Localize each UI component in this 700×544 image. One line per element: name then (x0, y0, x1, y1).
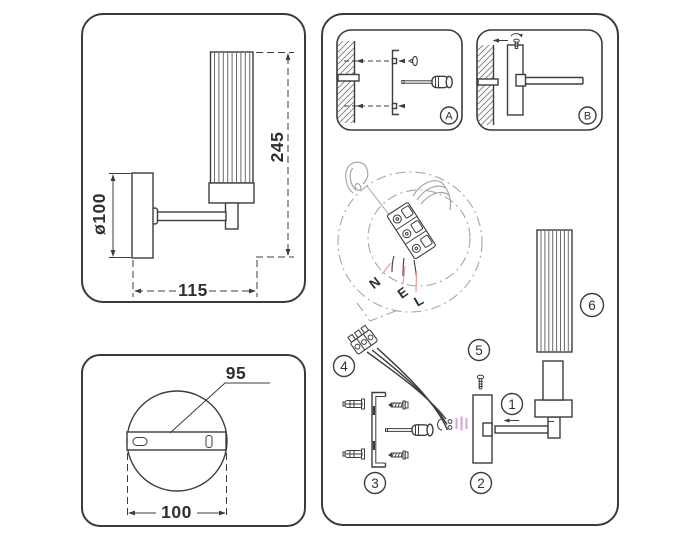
hook-icon (345, 161, 401, 230)
wall-anchor-icon (342, 398, 365, 410)
screwdriver-icon (401, 75, 453, 89)
part-6-badge: 6 (579, 292, 605, 318)
mounting-slot-right (205, 435, 213, 448)
part-2-plate: 2 (469, 394, 493, 495)
step-b-label: B (584, 111, 591, 123)
step-b-badge: B (578, 106, 597, 125)
part-4-wires (366, 347, 449, 431)
holder-cylinder (542, 360, 564, 401)
part-6-label: 6 (588, 298, 596, 313)
part-5-screw: 5 (467, 338, 491, 390)
part-2-label: 2 (477, 476, 485, 491)
part-3-badge: 3 (363, 471, 387, 495)
part-1-badge: 1 (500, 392, 524, 416)
wire-label-e: E (395, 284, 411, 301)
callout-inner-circle (367, 189, 471, 287)
screw-icon (388, 400, 409, 410)
wall-plate (131, 172, 154, 259)
dimension-base-width: 100 (127, 453, 227, 522)
rotation-arrow-icon (511, 33, 523, 38)
back-view-panel: 95 100 (81, 354, 306, 527)
part-6-shade: 6 (536, 229, 605, 353)
back-view-panel-border (81, 354, 306, 527)
shade-body (536, 229, 573, 353)
screw-icon (476, 374, 485, 390)
wiring-callout: N E L (337, 161, 483, 322)
arm-body (494, 425, 549, 434)
height-dim-label: 245 (267, 132, 287, 163)
diameter-dim-label: ø100 (89, 193, 109, 235)
side-view-panel-border (81, 13, 306, 303)
step-b-border (476, 29, 603, 131)
connector-highlight-marks (455, 416, 468, 431)
lamp-holder (208, 182, 255, 204)
mounting-bar (126, 431, 227, 451)
screw-icon (410, 55, 418, 67)
screw-icon (388, 450, 409, 460)
dimension-bracket-width: 95 (169, 363, 270, 434)
part-1-label: 1 (508, 397, 516, 412)
mounting-slot-left (132, 437, 148, 446)
assembly-panel: A (321, 13, 619, 526)
part-3-label: 3 (371, 476, 379, 491)
part-5-label: 5 (475, 343, 483, 358)
step-a-panel: A (336, 29, 463, 131)
part-4-wire-set: 4 (332, 324, 468, 431)
part-4-badge: 4 (332, 354, 356, 378)
part-1-arm-assembly: 1 (494, 360, 573, 439)
lamp-arm (156, 211, 227, 222)
assembly-panel-border (321, 13, 619, 526)
push-arrow-icon (492, 38, 508, 43)
arm-neck (547, 416, 561, 439)
part-3-fixing-kit: 3 (342, 391, 434, 495)
locking-screw-icon (513, 38, 520, 49)
holder-base (534, 399, 573, 418)
mounting-bracket-a (391, 49, 399, 116)
step-b-panel: B (476, 29, 603, 131)
wire-connector (437, 418, 453, 431)
part-4-label: 4 (340, 359, 348, 374)
part-2-badge: 2 (469, 471, 493, 495)
plate-arm-socket (482, 422, 493, 437)
callout-outer-circle (337, 171, 483, 313)
wire-label-n: N (366, 274, 383, 292)
wire-label-l: L (411, 292, 426, 309)
bracket-width-label: 95 (226, 363, 246, 383)
dimension-depth: 115 (132, 260, 258, 300)
side-view-panel: ø100 245 115 (81, 13, 306, 303)
lamp-shade-ribs (214, 53, 251, 182)
mounting-bracket-part (371, 391, 387, 468)
step-a-badge: A (439, 106, 459, 125)
insert-arrow-icon (503, 418, 519, 423)
screwdriver-icon (385, 423, 434, 437)
dimension-height: 245 (256, 52, 294, 258)
part-4-terminal (347, 324, 378, 355)
lamp-neck (224, 202, 239, 230)
callout-tail (356, 302, 399, 322)
cable-outlet-a (337, 73, 360, 82)
arm-joint-b (515, 73, 527, 87)
shade-ribs (540, 231, 569, 351)
depth-dim-label: 115 (178, 280, 208, 300)
base-width-label: 100 (161, 502, 192, 522)
part-5-badge: 5 (467, 338, 491, 362)
terminal-block (386, 202, 436, 260)
step-a-label: A (445, 111, 453, 123)
wire-label-leaders (381, 262, 418, 293)
step-a-border (336, 29, 463, 131)
cable-outlet-b (477, 78, 499, 86)
supply-wires (412, 180, 452, 211)
wall-anchor-icon (342, 448, 365, 460)
lamp-side-view (131, 51, 255, 259)
screw-guide-lines-a (344, 58, 410, 109)
dimension-diameter: ø100 (89, 173, 131, 258)
